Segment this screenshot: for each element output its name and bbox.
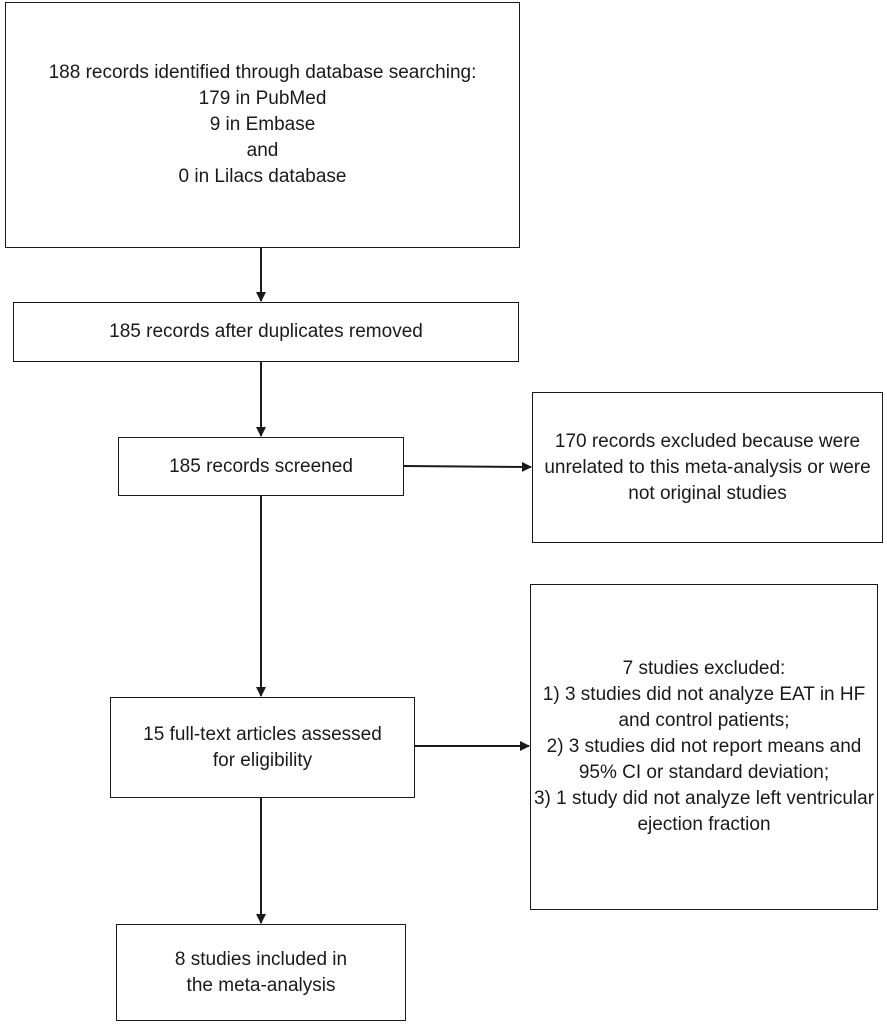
- records-screened-box: 185 records screened: [118, 437, 404, 496]
- studies-excluded-box: 7 studies excluded: 1) 3 studies did not…: [530, 584, 878, 910]
- box-line: 1) 3 studies did not analyze EAT in HF: [542, 684, 866, 705]
- box-line: 185 records screened: [169, 455, 353, 477]
- box-line: and: [246, 140, 279, 161]
- box-line: and control patients;: [618, 710, 790, 731]
- box-line: for eligibility: [212, 749, 313, 771]
- box-line: the meta-analysis: [186, 974, 336, 996]
- box-line: 95% CI or standard deviation;: [578, 762, 830, 783]
- full-text-assessed-box: 15 full-text articles assessed for eligi…: [110, 697, 415, 798]
- box-line: 185 records after duplicates removed: [109, 321, 423, 342]
- box-line: 0 in Lilacs database: [178, 166, 347, 187]
- box-line: 7 studies excluded:: [622, 658, 786, 679]
- records-identified-box: 188 records identified through database …: [5, 2, 520, 248]
- box-line: 170 records excluded because were: [554, 430, 861, 452]
- box-line: 188 records identified through database …: [48, 62, 477, 83]
- box-line: 3) 1 study did not analyze left ventricu…: [533, 788, 875, 809]
- box-line: 179 in PubMed: [198, 88, 327, 109]
- duplicates-removed-box: 185 records after duplicates removed: [13, 302, 519, 362]
- box-line: 15 full-text articles assessed: [143, 723, 382, 745]
- box-line: 2) 3 studies did not report means and: [546, 736, 862, 757]
- arrow-screened-to-excluded: [403, 461, 532, 472]
- box-line: not original studies: [628, 482, 787, 504]
- box-line: 8 studies included in: [174, 948, 348, 970]
- studies-included-box: 8 studies included in the meta-analysis: [116, 924, 406, 1021]
- box-line: 9 in Embase: [209, 114, 316, 135]
- box-line: ejection fraction: [637, 814, 771, 835]
- box-line: unrelated to this meta-analysis or were: [544, 456, 871, 478]
- records-excluded-box: 170 records excluded because were unrela…: [532, 392, 883, 543]
